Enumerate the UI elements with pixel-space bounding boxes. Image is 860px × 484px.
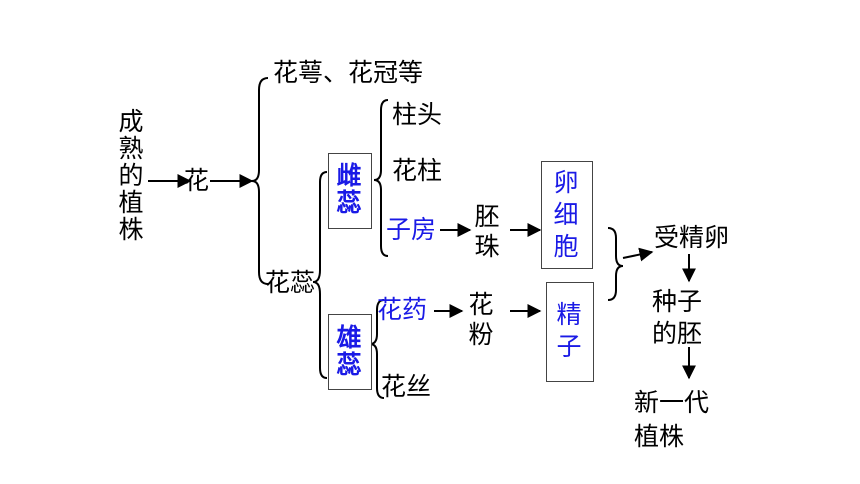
fertilized-egg-label: 受精卵 bbox=[654, 223, 730, 252]
style-label: 花柱 bbox=[392, 156, 443, 185]
arrow-gametes-zygote bbox=[622, 247, 654, 262]
stamen-label: 雄蕊 bbox=[336, 323, 362, 379]
egg-cell-text: 卵细胞 bbox=[553, 168, 579, 261]
sperm-box bbox=[546, 282, 594, 382]
brace-pistil-stamen bbox=[312, 171, 328, 379]
brace-gametes bbox=[607, 227, 624, 301]
brace-flower-parts bbox=[251, 77, 269, 285]
anther-label: 花药 bbox=[377, 295, 428, 324]
brace-pistil-parts bbox=[373, 99, 389, 257]
pistil-label: 雌蕊 bbox=[336, 161, 362, 217]
sperm-text: 精子 bbox=[556, 300, 582, 361]
pistil-stamen-label: 花蕊 bbox=[265, 268, 316, 297]
stigma-label: 柱头 bbox=[392, 100, 443, 129]
pistil-box bbox=[328, 153, 372, 229]
flower-label: 花 bbox=[184, 166, 210, 195]
next-gen-label: 新一代植株 bbox=[634, 388, 710, 451]
embryo-label: 种子的胚 bbox=[652, 287, 703, 348]
egg-cell-box bbox=[541, 161, 593, 269]
plant-label: 成熟的植株 bbox=[118, 107, 144, 244]
ovary-label: 子房 bbox=[386, 215, 437, 244]
ovule-label: 胚珠 bbox=[474, 202, 500, 261]
sepal-petal-label: 花萼、花冠等 bbox=[273, 58, 424, 87]
stamen-box bbox=[328, 314, 372, 390]
filament-label: 花丝 bbox=[381, 372, 432, 401]
pollen-label: 花粉 bbox=[468, 290, 494, 349]
